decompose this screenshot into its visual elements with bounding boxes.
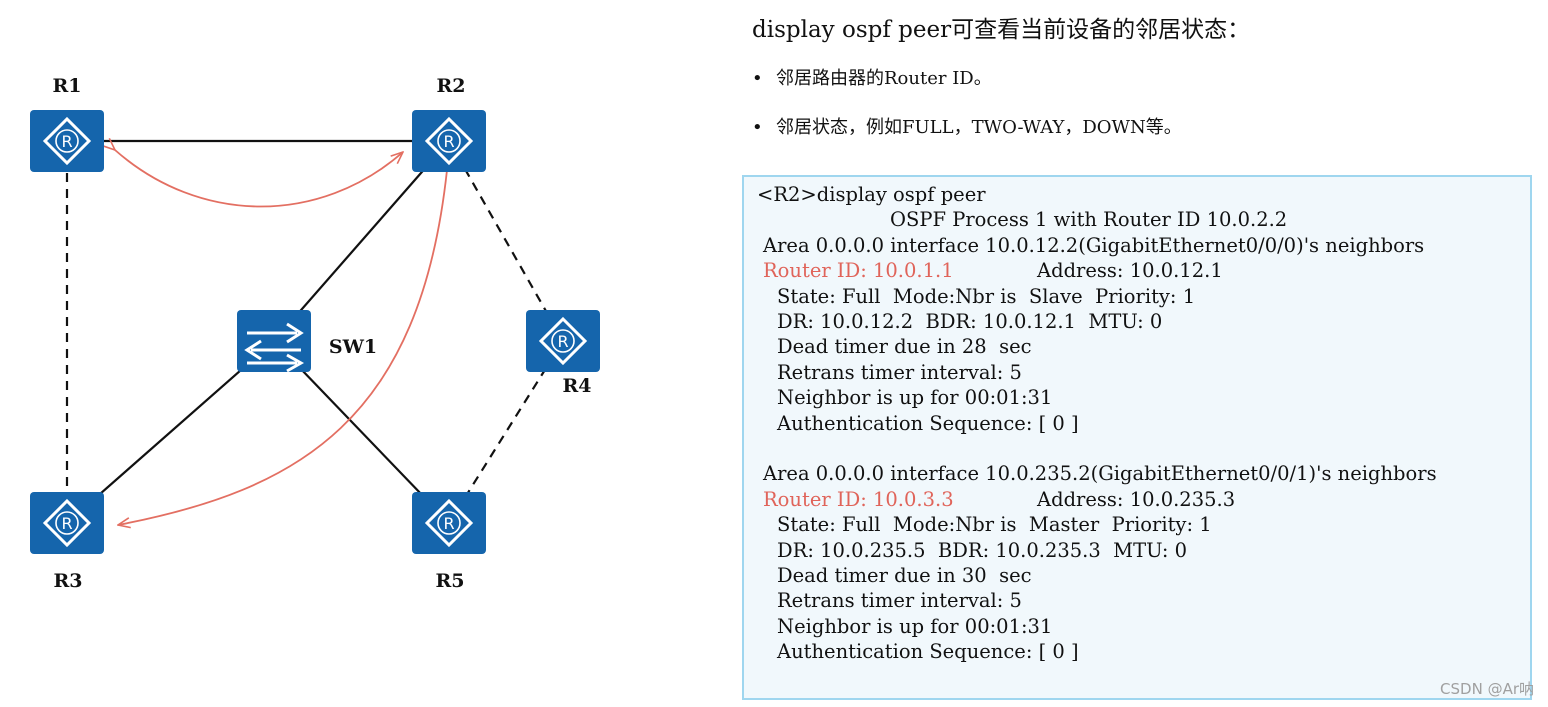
adjacency-arrow-r1-r2 [115, 150, 403, 208]
node-label-r5: R5 [435, 570, 464, 592]
router-icon: R [30, 492, 104, 554]
bullet-item: • 邻居路由器的Router ID。 [752, 64, 992, 90]
cli-output-line: State: Full Mode:Nbr is Master Priority:… [777, 513, 1212, 537]
bullet-text: 邻居路由器的Router ID。 [776, 68, 992, 89]
cli-neighbor-address: Address: 10.0.235.3 [1037, 487, 1236, 511]
cli-output-line: Neighbor is up for 00:01:31 [777, 386, 1053, 410]
router-icon: R [526, 310, 600, 372]
cli-neighbor-router-id: Router ID: 10.0.3.3 [763, 487, 954, 511]
router-icon: R [30, 110, 104, 172]
cli-output-line: Retrans timer interval: 5 [777, 589, 1022, 613]
cli-output-line: Neighbor is up for 00:01:31 [777, 614, 1053, 638]
cli-neighbor-router-id: Router ID: 10.0.1.1 [763, 259, 954, 283]
node-label-r2: R2 [436, 75, 465, 97]
svg-text:R: R [443, 514, 454, 533]
node-label-r1: R1 [52, 75, 81, 97]
adjacency-arrow-r2-r3 [118, 170, 447, 525]
cli-neighbor-address: Address: 10.0.12.1 [1037, 259, 1223, 283]
node-label-sw1: SW1 [329, 336, 377, 358]
svg-text:R: R [61, 132, 72, 151]
bullet-dot: • [752, 117, 763, 138]
cli-output-line: State: Full Mode:Nbr is Slave Priority: … [777, 284, 1196, 308]
bullet-dot: • [752, 68, 763, 89]
switch-icon [237, 310, 311, 373]
cli-command: <R2>display ospf peer [757, 183, 986, 206]
router-icon: R [412, 110, 486, 172]
bullet-text: 邻居状态，例如FULL，TWO-WAY，DOWN等。 [776, 117, 1182, 138]
cli-output-line: DR: 10.0.12.2 BDR: 10.0.12.1 MTU: 0 [777, 310, 1163, 333]
bullet-item: • 邻居状态，例如FULL，TWO-WAY，DOWN等。 [752, 113, 1182, 139]
svg-text:R: R [557, 332, 568, 351]
cli-output-line: DR: 10.0.235.5 BDR: 10.0.235.3 MTU: 0 [777, 538, 1188, 562]
watermark: CSDN @Ar呐 [1440, 680, 1534, 698]
link-r2-r4 [448, 140, 564, 342]
cli-output-line: Area 0.0.0.0 interface 10.0.235.2(Gigabi… [763, 462, 1437, 486]
cli-output-line: Area 0.0.0.0 interface 10.0.12.2(Gigabit… [763, 233, 1425, 257]
section-heading: display ospf peer可查看当前设备的邻居状态： [752, 17, 1251, 43]
svg-text:R: R [61, 514, 72, 533]
cli-output-line: OSPF Process 1 with Router ID 10.0.2.2 [890, 208, 1288, 232]
node-label-r4: R4 [562, 375, 591, 397]
svg-text:R: R [443, 132, 454, 151]
node-label-r3: R3 [53, 570, 82, 592]
cli-output-line: Authentication Sequence: [ 0 ] [777, 411, 1079, 435]
cli-output-line: Retrans timer interval: 5 [777, 360, 1022, 384]
router-icon: R [412, 492, 486, 554]
cli-output-line: Dead timer due in 28 sec [777, 335, 1032, 359]
cli-output-line: Dead timer due in 30 sec [777, 564, 1032, 587]
cli-output-line: Authentication Sequence: [ 0 ] [777, 640, 1079, 664]
